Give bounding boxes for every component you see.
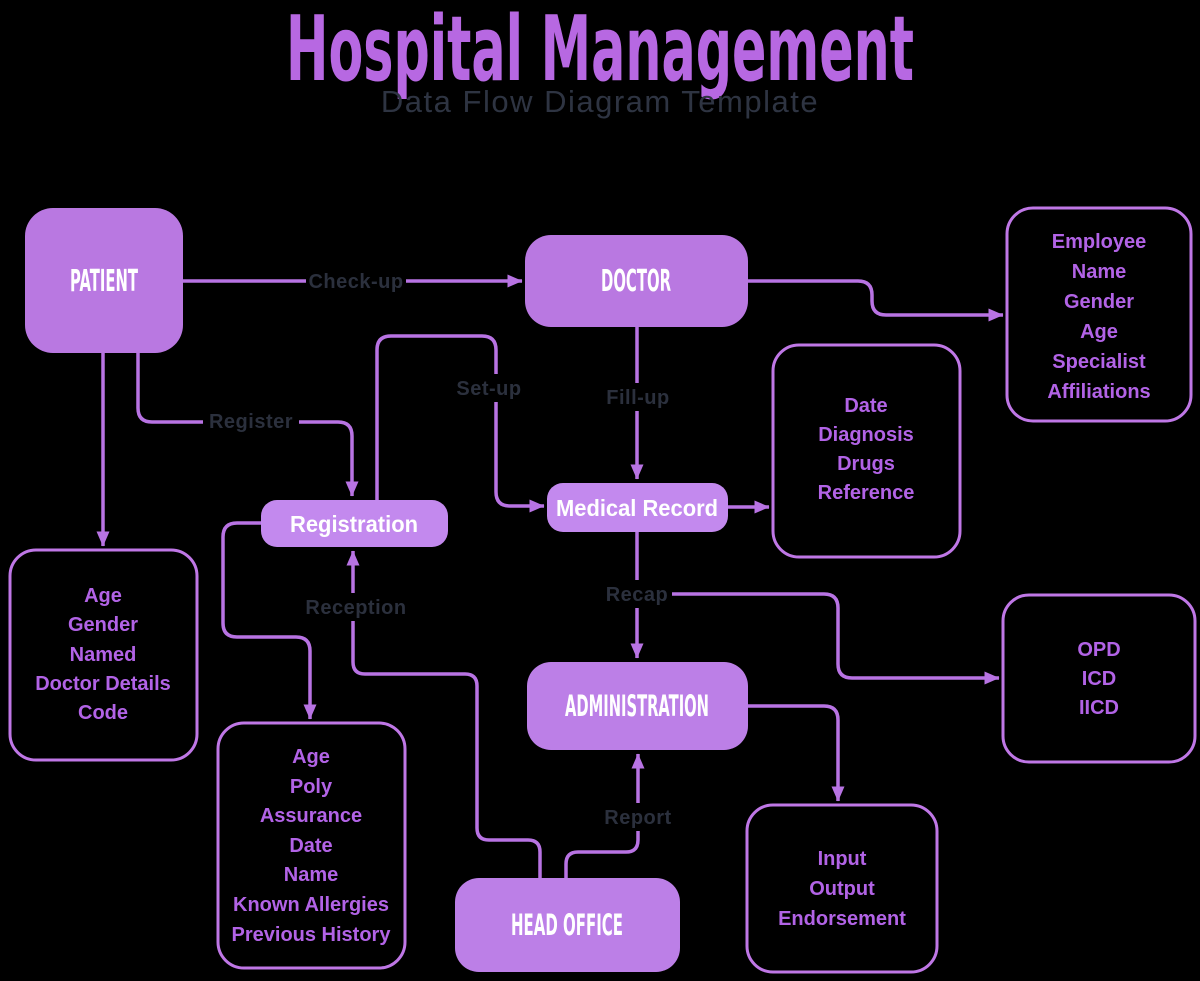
store-line: Reference — [818, 482, 915, 504]
store-line: Previous History — [232, 924, 392, 946]
doctor-box — [525, 235, 748, 327]
node-doctor: DOCTOR — [525, 235, 748, 327]
store-patient-data: Age Gender Named Doctor Details Code — [8, 548, 199, 762]
node-head-office: HEAD OFFICE — [455, 878, 680, 972]
node-administration: ADMINISTRATION — [527, 662, 748, 750]
store-line: Named — [70, 644, 137, 666]
store-doctor-data: Employee Name Gender Age Specialist Affi… — [1005, 206, 1193, 423]
edge-label-bg — [601, 803, 675, 831]
store-line: Code — [78, 702, 128, 724]
store-line: Age — [84, 585, 122, 607]
store-line: Diagnosis — [818, 424, 914, 446]
store-head-office-data: Input Output Endorsement — [745, 803, 939, 974]
edge-label-report: Report — [604, 807, 671, 829]
registration-label: Registration — [290, 511, 418, 537]
administration-label: ADMINISTRATION — [565, 689, 709, 723]
connector-set-up — [375, 334, 545, 513]
doctor-label: DOCTOR — [601, 264, 671, 299]
patient-label: PATIENT — [70, 264, 138, 299]
store-line: Age — [292, 746, 330, 768]
medical-record-label: Medical Record — [556, 495, 718, 521]
node-medical-record: Medical Record — [547, 483, 728, 532]
connector-doctor-to-doctor-data — [748, 279, 1004, 322]
administration-box — [527, 662, 748, 750]
store-line: Gender — [1064, 291, 1134, 313]
doctor-data-box — [1005, 206, 1193, 423]
registration-data-box — [216, 721, 407, 970]
edge-label-bg — [303, 593, 409, 621]
medical-record-box — [547, 483, 728, 532]
edge-labels: Check-up Register Set-up Fill-up Recap R… — [203, 267, 675, 831]
connector-report — [564, 753, 645, 878]
connector-registration-to-reg-data — [221, 521, 317, 720]
node-patient: PATIENT — [25, 208, 183, 353]
patient-data-box — [8, 548, 199, 762]
store-medical-record-data: Date Diagnosis Drugs Reference — [771, 343, 962, 559]
administration-data-box — [1001, 593, 1197, 764]
store-line: Gender — [68, 614, 138, 636]
edge-label-bg — [306, 267, 406, 295]
patient-box — [25, 208, 183, 353]
edge-label-register: Register — [209, 411, 293, 433]
store-line: Specialist — [1052, 351, 1146, 373]
registration-box — [261, 500, 448, 547]
store-line: Date — [844, 395, 887, 417]
store-line: Input — [818, 848, 867, 870]
store-line: Drugs — [837, 453, 895, 475]
store-line: Poly — [290, 776, 333, 798]
store-line: OPD — [1077, 639, 1120, 661]
connectors — [96, 274, 1004, 878]
edge-label-set-up: Set-up — [456, 378, 521, 400]
edge-label-reception: Reception — [305, 597, 406, 619]
edge-label-bg — [452, 374, 526, 402]
edge-label-bg — [203, 407, 299, 435]
store-line: Name — [284, 864, 338, 886]
store-line: Known Allergies — [233, 894, 389, 916]
store-line: Age — [1080, 321, 1118, 343]
connector-admin-to-io-data — [748, 704, 845, 802]
page-title: Hospital Management — [286, 0, 914, 102]
store-line: IICD — [1079, 697, 1119, 719]
store-registration-data: Age Poly Assurance Date Name Known Aller… — [216, 721, 407, 970]
page-subtitle: Data Flow Diagram Template — [381, 84, 819, 119]
head-office-label: HEAD OFFICE — [511, 908, 623, 942]
edge-label-bg — [604, 383, 672, 411]
edge-label-bg — [606, 580, 668, 608]
head-office-box — [455, 878, 680, 972]
store-line: Endorsement — [778, 908, 906, 930]
edge-label-recap: Recap — [606, 584, 669, 606]
edge-label-fill-up: Fill-up — [606, 387, 669, 409]
store-line: ICD — [1082, 668, 1116, 690]
node-registration: Registration — [261, 500, 448, 547]
store-line: Output — [809, 878, 875, 900]
store-administration-data: OPD ICD IICD — [1001, 593, 1197, 764]
head-office-data-box — [745, 803, 939, 974]
edge-label-check-up: Check-up — [308, 271, 403, 293]
heading: Hospital Management Data Flow Diagram Te… — [286, 0, 914, 119]
medical-record-data-box — [771, 343, 962, 559]
store-line: Date — [289, 835, 332, 857]
store-line: Doctor Details — [35, 673, 171, 695]
store-line: Affiliations — [1047, 381, 1150, 403]
connector-reception — [346, 550, 542, 878]
store-line: Assurance — [260, 805, 362, 827]
store-line: Employee — [1052, 231, 1146, 253]
connector-recap-branch — [672, 592, 1000, 685]
store-line: Name — [1072, 261, 1126, 283]
